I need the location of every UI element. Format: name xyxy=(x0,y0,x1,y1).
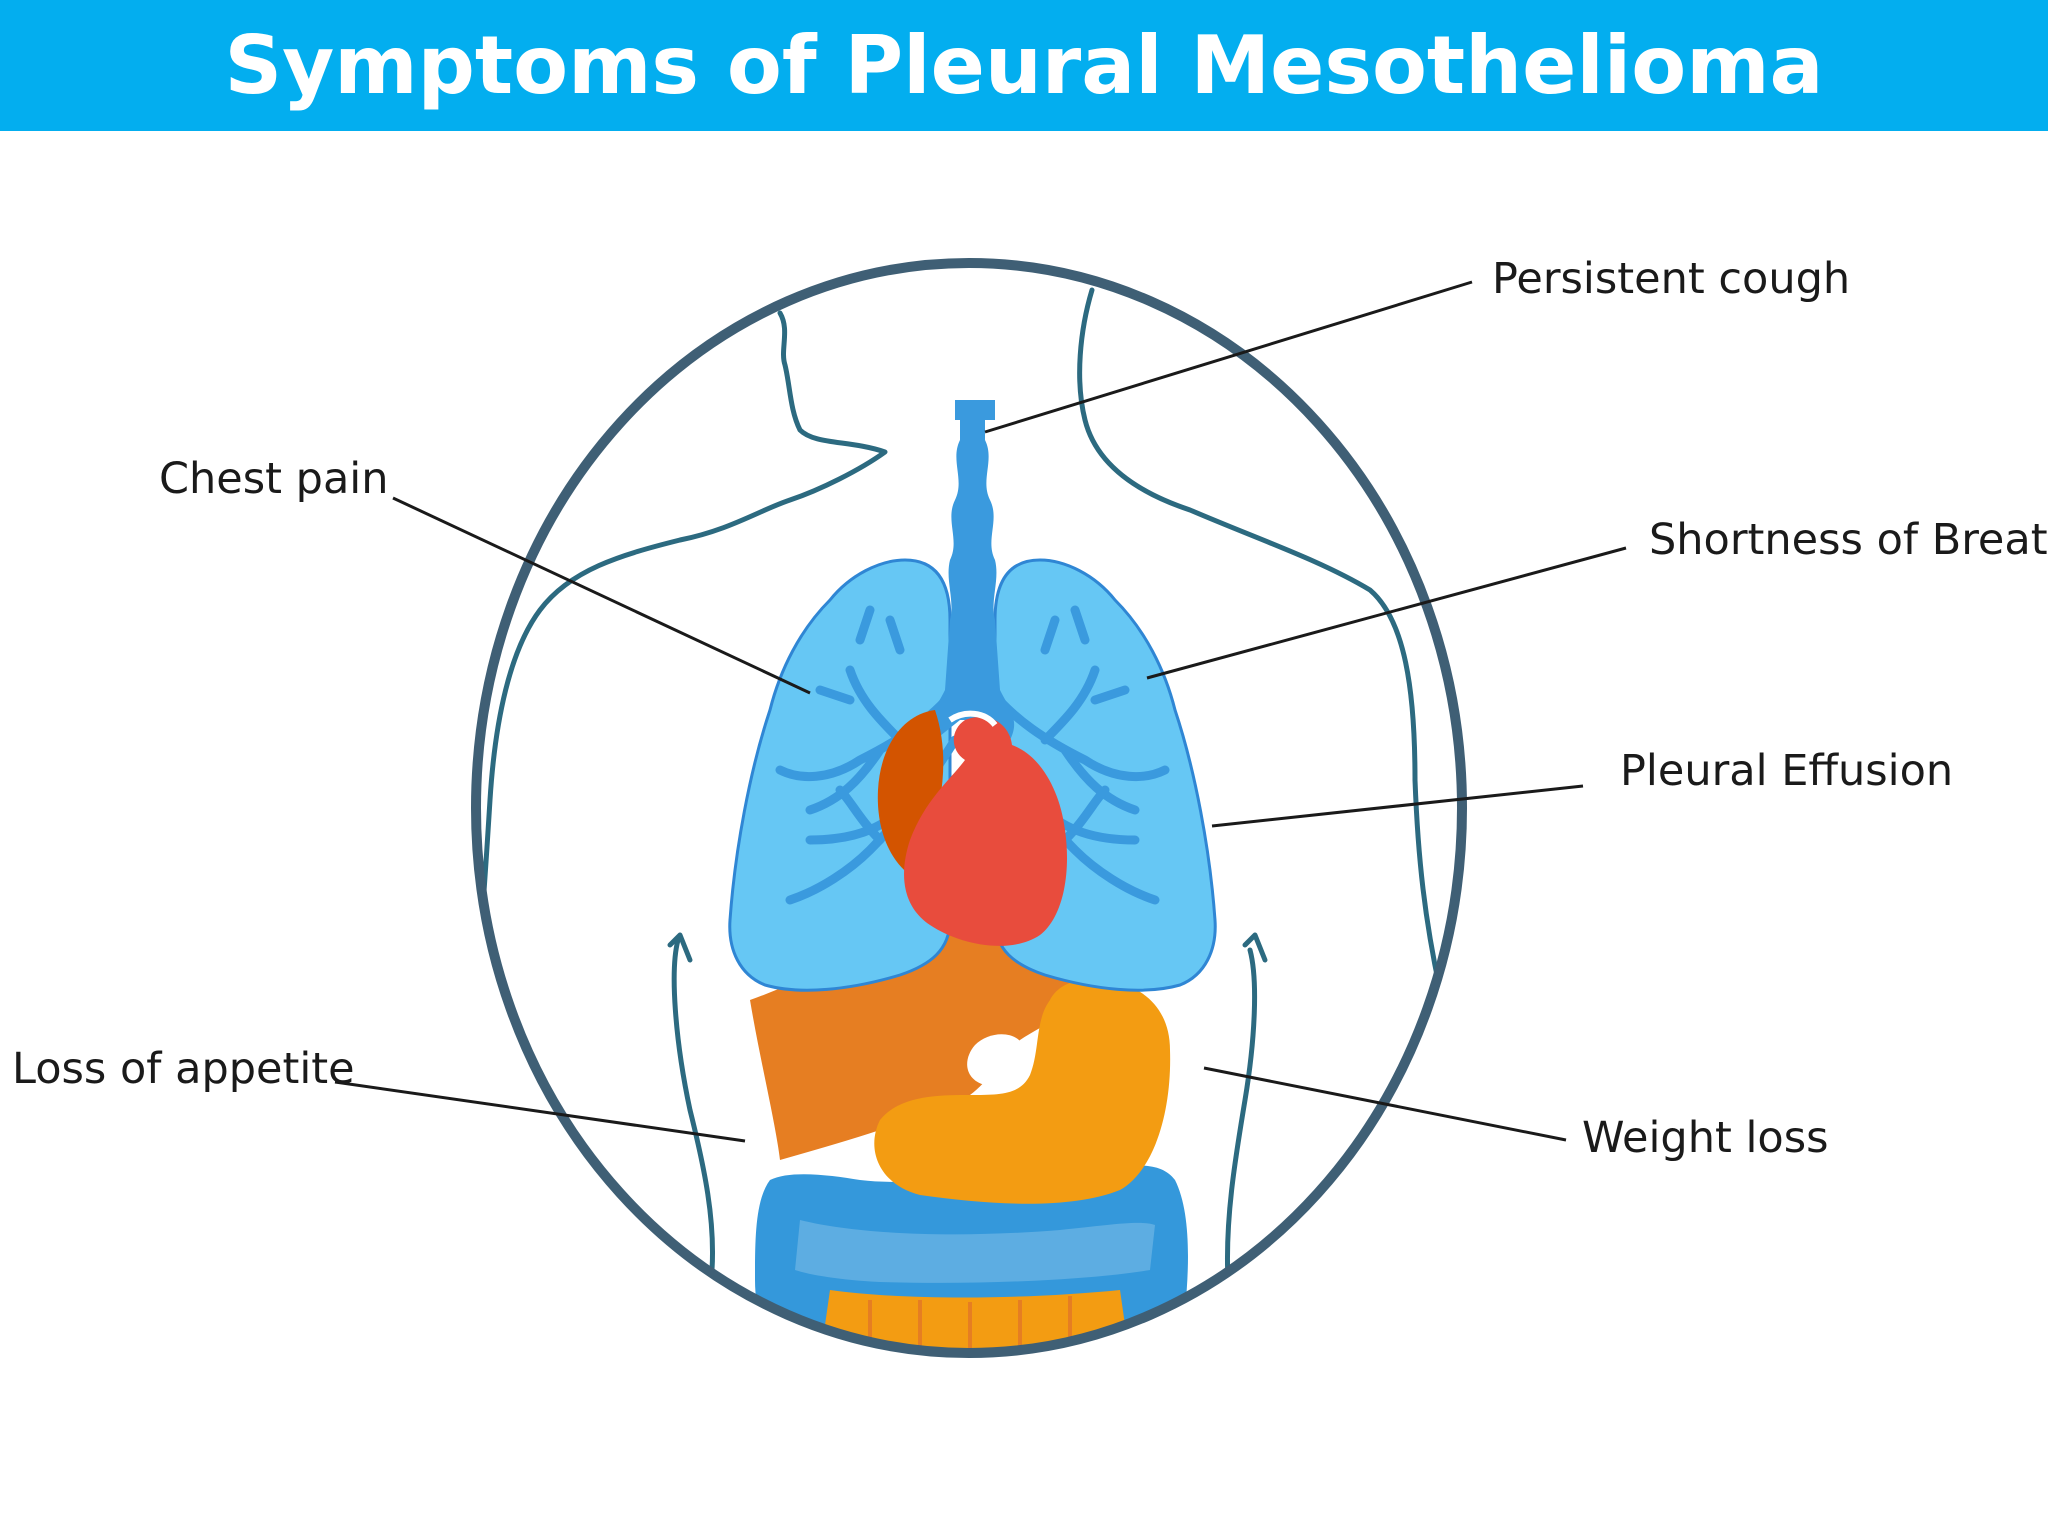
heart xyxy=(877,710,1068,946)
body-outline xyxy=(476,287,1443,1283)
leader-lines xyxy=(334,280,1627,1143)
stomach xyxy=(874,979,1171,1204)
neck-right-line xyxy=(1077,287,1443,993)
trachea xyxy=(930,400,1015,740)
outer-circle xyxy=(471,258,1467,1358)
leader-chest-pain xyxy=(392,496,811,695)
title-banner: Symptoms of Pleural Mesothelioma xyxy=(0,0,2048,131)
waist-left-line xyxy=(667,932,693,963)
leader-persistent-cough xyxy=(984,280,1473,434)
page-title: Symptoms of Pleural Mesothelioma xyxy=(224,19,1824,112)
leader-loss-of-appetite xyxy=(334,1080,746,1143)
label-persistent-cough: Persistent cough xyxy=(1492,254,1851,304)
leader-weight-loss xyxy=(1203,1066,1567,1142)
label-weight-loss: Weight loss xyxy=(1582,1113,1829,1163)
label-loss-of-appetite: Loss of appetite xyxy=(12,1044,355,1094)
label-pleural-effusion: Pleural Effusion xyxy=(1620,746,1954,796)
label-chest-pain: Chest pain xyxy=(159,454,389,504)
neck-left-line xyxy=(476,310,888,1043)
leader-pleural-effusion xyxy=(1211,784,1584,828)
leader-shortness-of-breath xyxy=(1146,546,1627,680)
arm-right-line xyxy=(1224,947,1258,1283)
label-shortness-of-breath: Shortness of Breath xyxy=(1649,515,2048,565)
arm-left-line xyxy=(671,937,715,1273)
waist-right-line xyxy=(1242,932,1268,963)
